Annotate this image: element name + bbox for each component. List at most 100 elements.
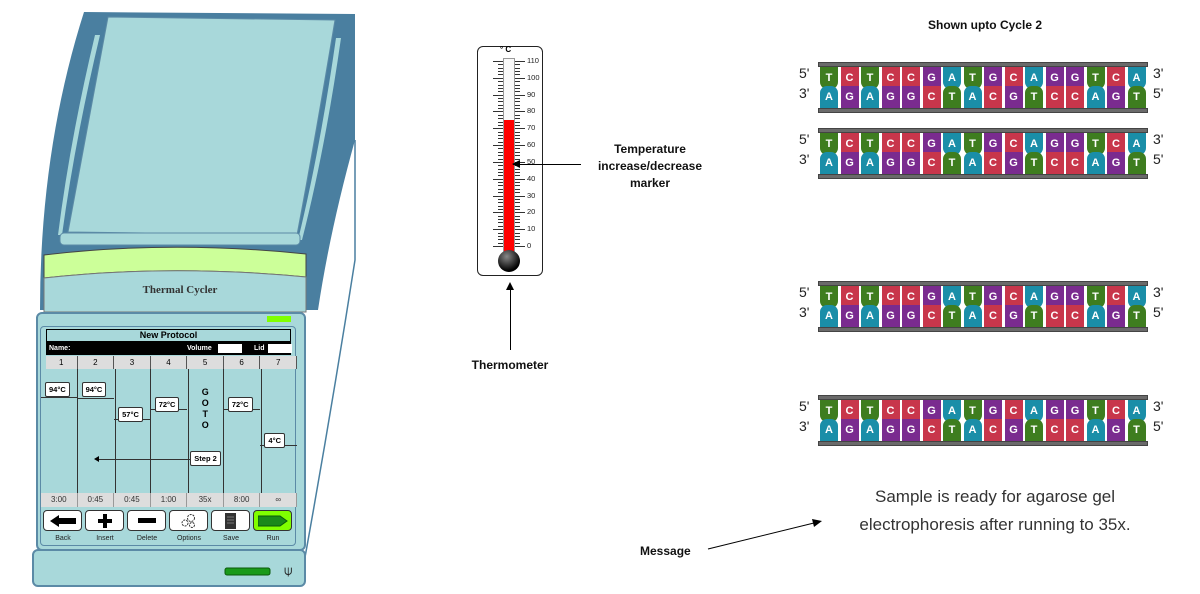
options-button-label: Options (176, 535, 202, 542)
nucleotide-bottom: G (1004, 86, 1023, 108)
nucleotide-bottom: A (1086, 152, 1105, 174)
step-time-cell[interactable]: 0:45 (77, 493, 115, 507)
nucleotide-bottom: G (881, 419, 900, 441)
step-temperature-box[interactable]: 94°C (45, 382, 70, 397)
volume-field[interactable] (218, 344, 242, 353)
step-temperature-box[interactable]: 57°C (118, 407, 143, 422)
thermometer-scale-label: 60 (527, 140, 536, 150)
nucleotide-bottom: T (1127, 86, 1146, 108)
thermometer-label: Thermometer (471, 358, 549, 372)
nucleotide-bottom: G (1107, 305, 1125, 327)
thermometer-tick-right (515, 192, 520, 194)
nucleotide-top: T (963, 133, 982, 155)
strand-end-label: 5' (799, 284, 810, 300)
nucleotide-top: C (840, 67, 859, 89)
thermometer-tick-right (515, 242, 520, 244)
nucleotide-bottom: A (1086, 305, 1105, 327)
delete-button[interactable] (127, 510, 166, 531)
nucleotide-top: A (943, 400, 961, 422)
thermometer-tick-left (498, 81, 503, 83)
strand-end-label: 5' (1153, 304, 1164, 320)
thermometer-tick-right (515, 161, 525, 163)
thermometer-tick-left (493, 161, 503, 163)
thermometer-tick-left (498, 148, 503, 150)
step-time-cell[interactable]: 1:00 (150, 493, 188, 507)
nucleotide-bottom: G (1107, 86, 1125, 108)
options-button[interactable] (169, 510, 208, 531)
nucleotide-top: C (840, 286, 859, 308)
nucleotide-top: A (1025, 133, 1043, 155)
thermometer-scale-label: 50 (527, 156, 536, 166)
thermometer-tick-right (515, 225, 520, 227)
nucleotide-bottom: G (881, 152, 900, 174)
step-time-cell[interactable]: 0:45 (114, 493, 151, 507)
protocol-title: New Protocol (46, 329, 291, 342)
thermometer-tick-left (498, 158, 503, 160)
strand-end-label: 3' (799, 151, 810, 167)
step-temperature-box[interactable]: 72°C (154, 397, 180, 412)
nucleotide-top: A (943, 133, 961, 155)
back-button[interactable] (43, 510, 82, 531)
usb-icon: ⍦ (284, 562, 292, 578)
marker-arrow-line (513, 164, 581, 165)
thermometer-tick-left (498, 165, 503, 167)
nucleotide-bottom: A (861, 86, 879, 108)
insert-button[interactable] (85, 510, 124, 531)
nucleotide-top: A (943, 286, 961, 308)
nucleotide-bottom: C (984, 86, 1002, 108)
save-button[interactable] (211, 510, 250, 531)
nucleotide-bottom: T (943, 86, 961, 108)
thermometer-tick-left (498, 84, 503, 86)
save-button-label: Save (223, 535, 239, 542)
thermometer-tick-right (515, 219, 520, 221)
step-number-header: 5 (187, 356, 224, 369)
nucleotide-bottom: T (1127, 305, 1146, 327)
thermometer-tick-right (515, 121, 520, 123)
step-time-cell[interactable]: 8:00 (223, 493, 261, 507)
thermometer-tick-right (515, 212, 525, 214)
thermometer-tick-left (498, 124, 503, 126)
step-time-cell[interactable]: 35x (187, 493, 224, 507)
step-number-header: 7 (260, 356, 297, 369)
nucleotide-bottom: T (1025, 152, 1043, 174)
thermometer-tick-left (498, 67, 503, 69)
goto-target-box[interactable]: Step 2 (190, 451, 221, 466)
thermometer-tick-left (493, 229, 503, 231)
delete-button-label: Delete (136, 535, 158, 542)
thermometer-tick-left (498, 121, 503, 123)
step-temperature-box[interactable]: 4°C (264, 433, 286, 448)
thermometer-tick-right (515, 84, 520, 86)
thermometer-tick-left (498, 192, 503, 194)
nucleotide-top: A (1127, 67, 1146, 89)
nucleotide-bottom: C (984, 152, 1002, 174)
goto-letter: T (202, 409, 209, 419)
strand-end-label: 5' (1153, 151, 1164, 167)
thermometer-tick-right (515, 202, 520, 204)
step-time-cell[interactable]: ∞ (260, 493, 297, 507)
step-divider (76, 369, 78, 493)
nucleotide-bottom: A (820, 419, 838, 441)
run-button[interactable] (253, 510, 292, 531)
thermometer-tick-left (493, 246, 503, 247)
thermometer-tick-left (498, 209, 503, 210)
message-text: Sample is ready for agarose gel electrop… (859, 487, 1131, 534)
thermometer-tick-right (515, 158, 520, 160)
step-time-cell[interactable]: 3:00 (41, 493, 78, 507)
thermometer-scale-label: 10 (527, 224, 536, 234)
step-temperature-box[interactable]: 72°C (227, 397, 253, 412)
nucleotide-bottom: T (1025, 305, 1043, 327)
lid-field[interactable] (268, 344, 292, 353)
thermometer-tick-left (498, 104, 503, 106)
thermometer-tick-left (498, 172, 503, 173)
thermometer-pointer-arrowhead (506, 282, 514, 290)
step-temperature-box[interactable]: 94°C (81, 382, 107, 397)
nucleotide-top: T (1086, 67, 1105, 89)
thermometer-tick-left (493, 212, 503, 214)
nucleotide-bottom: C (1045, 419, 1064, 441)
nucleotide-bottom: G (881, 86, 900, 108)
thermometer-tick-left (498, 131, 503, 133)
strand-end-label: 5' (799, 131, 810, 147)
thermometer-tick-right (515, 64, 520, 66)
thermometer-tick-right (515, 182, 520, 184)
thermometer-scale-label: 0 (527, 241, 532, 250)
